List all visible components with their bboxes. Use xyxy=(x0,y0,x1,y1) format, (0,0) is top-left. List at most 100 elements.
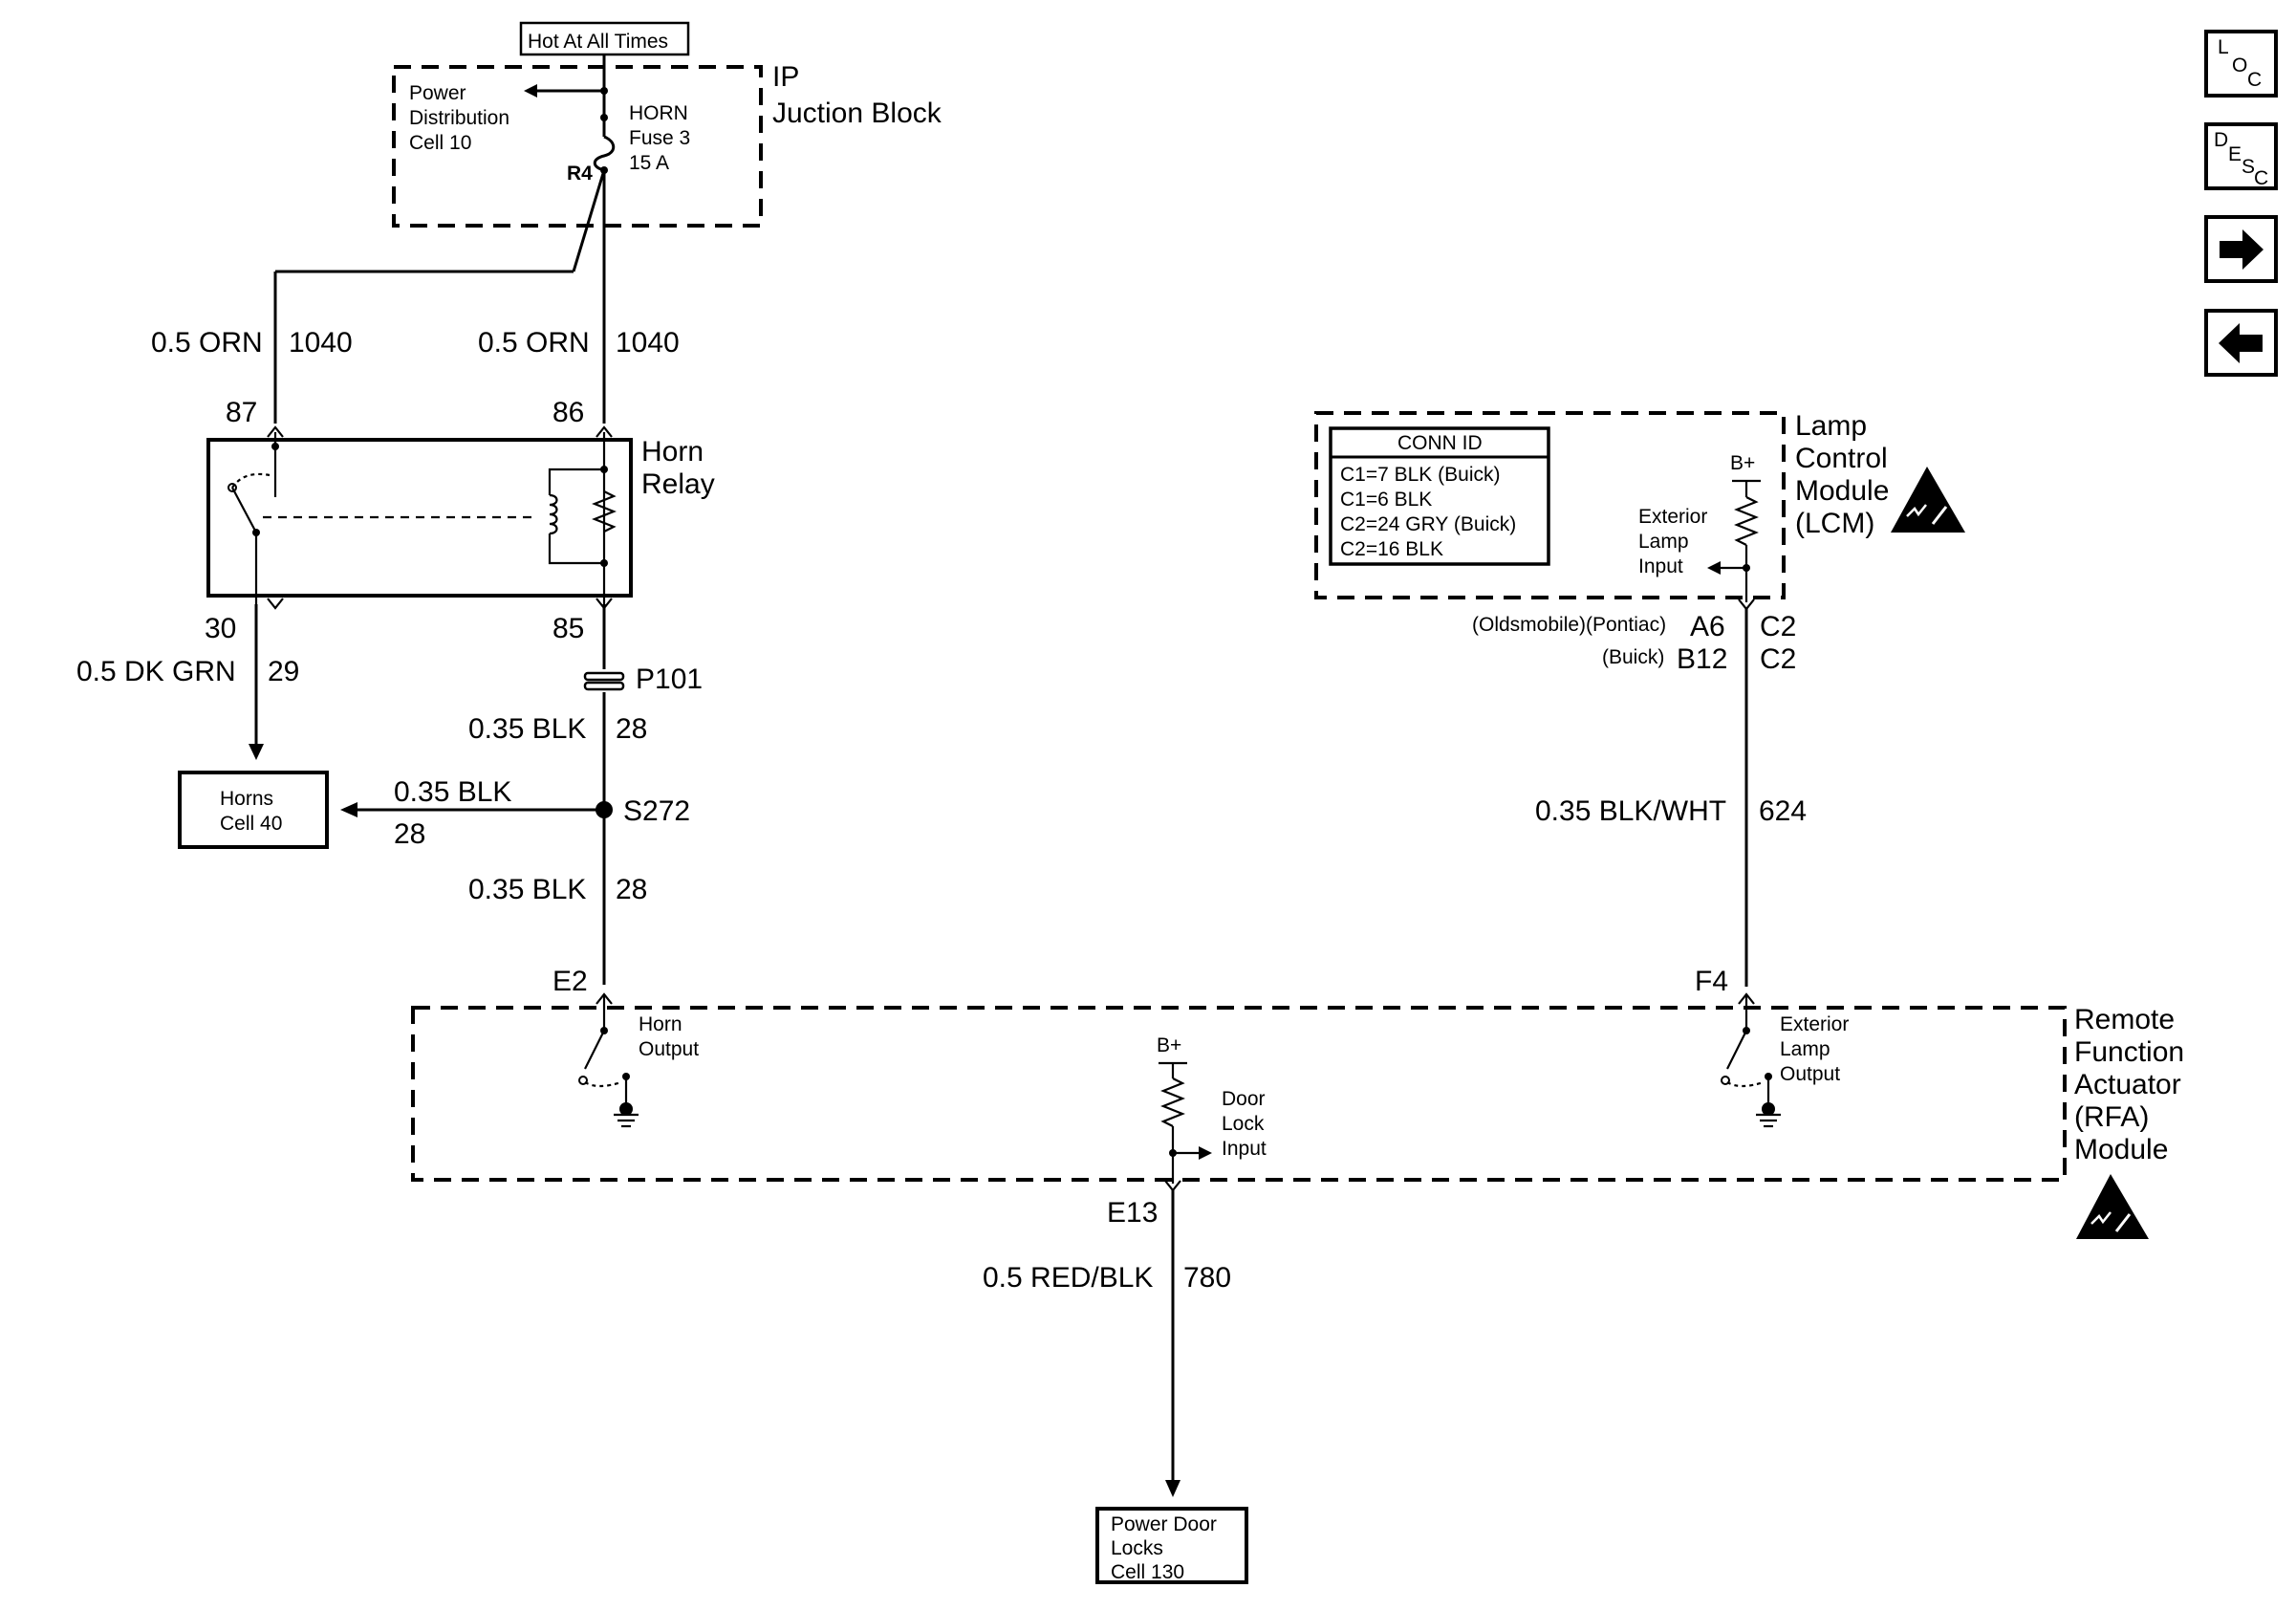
pin-e13: E13 xyxy=(1107,1197,1158,1229)
wire-lamp-circuit: 624 xyxy=(1759,795,1807,827)
wire-e2-spec: 0.35 BLK xyxy=(468,874,586,905)
svg-text:Door: Door xyxy=(1222,1088,1266,1110)
svg-text:Lamp: Lamp xyxy=(1780,1038,1830,1060)
ground-icon xyxy=(614,1113,639,1128)
desc-button[interactable]: D E S C xyxy=(2204,122,2278,190)
svg-text:Input: Input xyxy=(1638,555,1683,577)
wire-30-circuit: 29 xyxy=(268,656,299,687)
svg-text:Locks: Locks xyxy=(1111,1537,1163,1559)
pin-30: 30 xyxy=(205,613,236,644)
svg-text:S: S xyxy=(2242,156,2255,178)
svg-text:Output: Output xyxy=(639,1038,699,1060)
svg-text:(Oldsmobile)(Pontiac): (Oldsmobile)(Pontiac) xyxy=(1472,614,1666,636)
wire-86-circuit: 1040 xyxy=(616,327,680,359)
wire-e2-circuit: 28 xyxy=(616,874,647,905)
svg-text:E: E xyxy=(2228,143,2242,165)
pin-87: 87 xyxy=(226,397,257,428)
wire-30-spec: 0.5 DK GRN xyxy=(76,656,236,687)
svg-text:Module: Module xyxy=(1795,475,1889,507)
svg-text:Module: Module xyxy=(2074,1134,2168,1165)
wire-85-spec: 0.35 BLK xyxy=(468,713,586,745)
svg-text:C1=6 BLK: C1=6 BLK xyxy=(1340,489,1432,511)
svg-text:Horn: Horn xyxy=(641,436,704,468)
svg-text:Lamp: Lamp xyxy=(1795,410,1867,442)
svg-text:C: C xyxy=(2247,69,2262,91)
ip-junction-block: IP Juction Block Power Distribution Cell… xyxy=(392,61,942,228)
wire-85-circuit: 28 xyxy=(616,713,647,745)
svg-text:Horn: Horn xyxy=(639,1013,682,1035)
horn-relay: Horn Relay xyxy=(206,425,715,610)
esd-warning-icon xyxy=(1891,467,1965,533)
svg-text:P101: P101 xyxy=(636,664,703,695)
connector-p101 xyxy=(583,671,625,691)
power-door-locks-box: Power Door Locks Cell 130 xyxy=(1095,1507,1248,1584)
svg-text:Lamp: Lamp xyxy=(1638,531,1689,553)
svg-text:Output: Output xyxy=(1780,1063,1840,1085)
horns-box: Horns Cell 40 xyxy=(178,771,329,849)
wire-87-spec: 0.5 ORN xyxy=(151,327,263,359)
svg-text:(Buick): (Buick) xyxy=(1602,646,1664,668)
previous-page-button[interactable] xyxy=(2204,309,2278,377)
svg-text:(RFA): (RFA) xyxy=(2074,1101,2149,1133)
ground-icon xyxy=(1756,1113,1781,1128)
svg-text:C2=24 GRY (Buick): C2=24 GRY (Buick) xyxy=(1340,513,1516,535)
arrow-right-icon xyxy=(2220,229,2264,270)
conn-id-table: CONN ID C1=7 BLK (Buick) C1=6 BLK C2=24 … xyxy=(1329,426,1550,566)
pin-85: 85 xyxy=(552,613,584,644)
svg-text:C: C xyxy=(2254,167,2268,189)
svg-text:(LCM): (LCM) xyxy=(1795,508,1874,539)
svg-text:Actuator: Actuator xyxy=(2074,1069,2181,1100)
svg-text:L: L xyxy=(2218,36,2229,58)
lamp-control-module: Lamp Control Module (LCM) xyxy=(1314,410,1889,599)
svg-text:Power Door: Power Door xyxy=(1111,1513,1217,1535)
svg-text:S272: S272 xyxy=(623,795,690,827)
svg-text:Exterior: Exterior xyxy=(1780,1013,1849,1035)
svg-text:O: O xyxy=(2232,54,2247,76)
svg-text:Remote: Remote xyxy=(2074,1004,2175,1035)
svg-text:B12: B12 xyxy=(1677,643,1727,675)
svg-text:CONN ID: CONN ID xyxy=(1397,432,1483,454)
svg-text:Relay: Relay xyxy=(641,468,715,500)
svg-text:B+: B+ xyxy=(1730,452,1755,474)
wire-86-spec: 0.5 ORN xyxy=(478,327,590,359)
loc-button[interactable]: L O C xyxy=(2204,30,2278,98)
svg-text:Cell 40: Cell 40 xyxy=(220,813,282,835)
esd-warning-icon xyxy=(2076,1174,2149,1239)
svg-text:R4: R4 xyxy=(567,163,593,185)
svg-text:HORN: HORN xyxy=(629,102,688,124)
svg-text:Horns: Horns xyxy=(220,788,273,810)
rfa-module: Remote Function Actuator (RFA) Module xyxy=(411,1004,2184,1182)
svg-text:Exterior: Exterior xyxy=(1638,506,1707,528)
svg-text:Control: Control xyxy=(1795,443,1888,474)
hot-at-all-times-label: Hot At All Times xyxy=(519,21,690,56)
svg-text:Juction Block: Juction Block xyxy=(772,98,942,129)
svg-text:15 A: 15 A xyxy=(629,152,669,174)
svg-text:Lock: Lock xyxy=(1222,1113,1265,1135)
svg-text:B+: B+ xyxy=(1157,1034,1181,1056)
svg-text:Cell 10: Cell 10 xyxy=(409,132,471,154)
pin-e2: E2 xyxy=(552,966,588,997)
svg-text:Power: Power xyxy=(409,82,466,104)
pin-f4: F4 xyxy=(1695,966,1728,997)
svg-text:Distribution: Distribution xyxy=(409,107,509,129)
svg-text:Input: Input xyxy=(1222,1138,1267,1160)
svg-text:C2: C2 xyxy=(1760,611,1796,642)
horn-branch-circuit: 28 xyxy=(394,818,425,850)
svg-text:A6: A6 xyxy=(1690,611,1725,642)
arrow-left-icon xyxy=(2219,323,2263,363)
svg-text:C1=7 BLK (Buick): C1=7 BLK (Buick) xyxy=(1340,464,1501,486)
svg-text:Fuse 3: Fuse 3 xyxy=(629,127,690,149)
wire-door-spec: 0.5 RED/BLK xyxy=(983,1262,1153,1294)
pin-86: 86 xyxy=(552,397,584,428)
svg-text:D: D xyxy=(2214,129,2228,151)
svg-text:C2=16 BLK: C2=16 BLK xyxy=(1340,538,1443,560)
svg-text:IP: IP xyxy=(772,61,799,93)
svg-text:C2: C2 xyxy=(1760,643,1796,675)
next-page-button[interactable] xyxy=(2204,215,2278,283)
wire-door-circuit: 780 xyxy=(1183,1262,1231,1294)
horn-fuse xyxy=(593,135,616,172)
wire-lamp-spec: 0.35 BLK/WHT xyxy=(1535,795,1726,827)
svg-text:Cell 130: Cell 130 xyxy=(1111,1561,1184,1583)
wire-87-circuit: 1040 xyxy=(289,327,353,359)
